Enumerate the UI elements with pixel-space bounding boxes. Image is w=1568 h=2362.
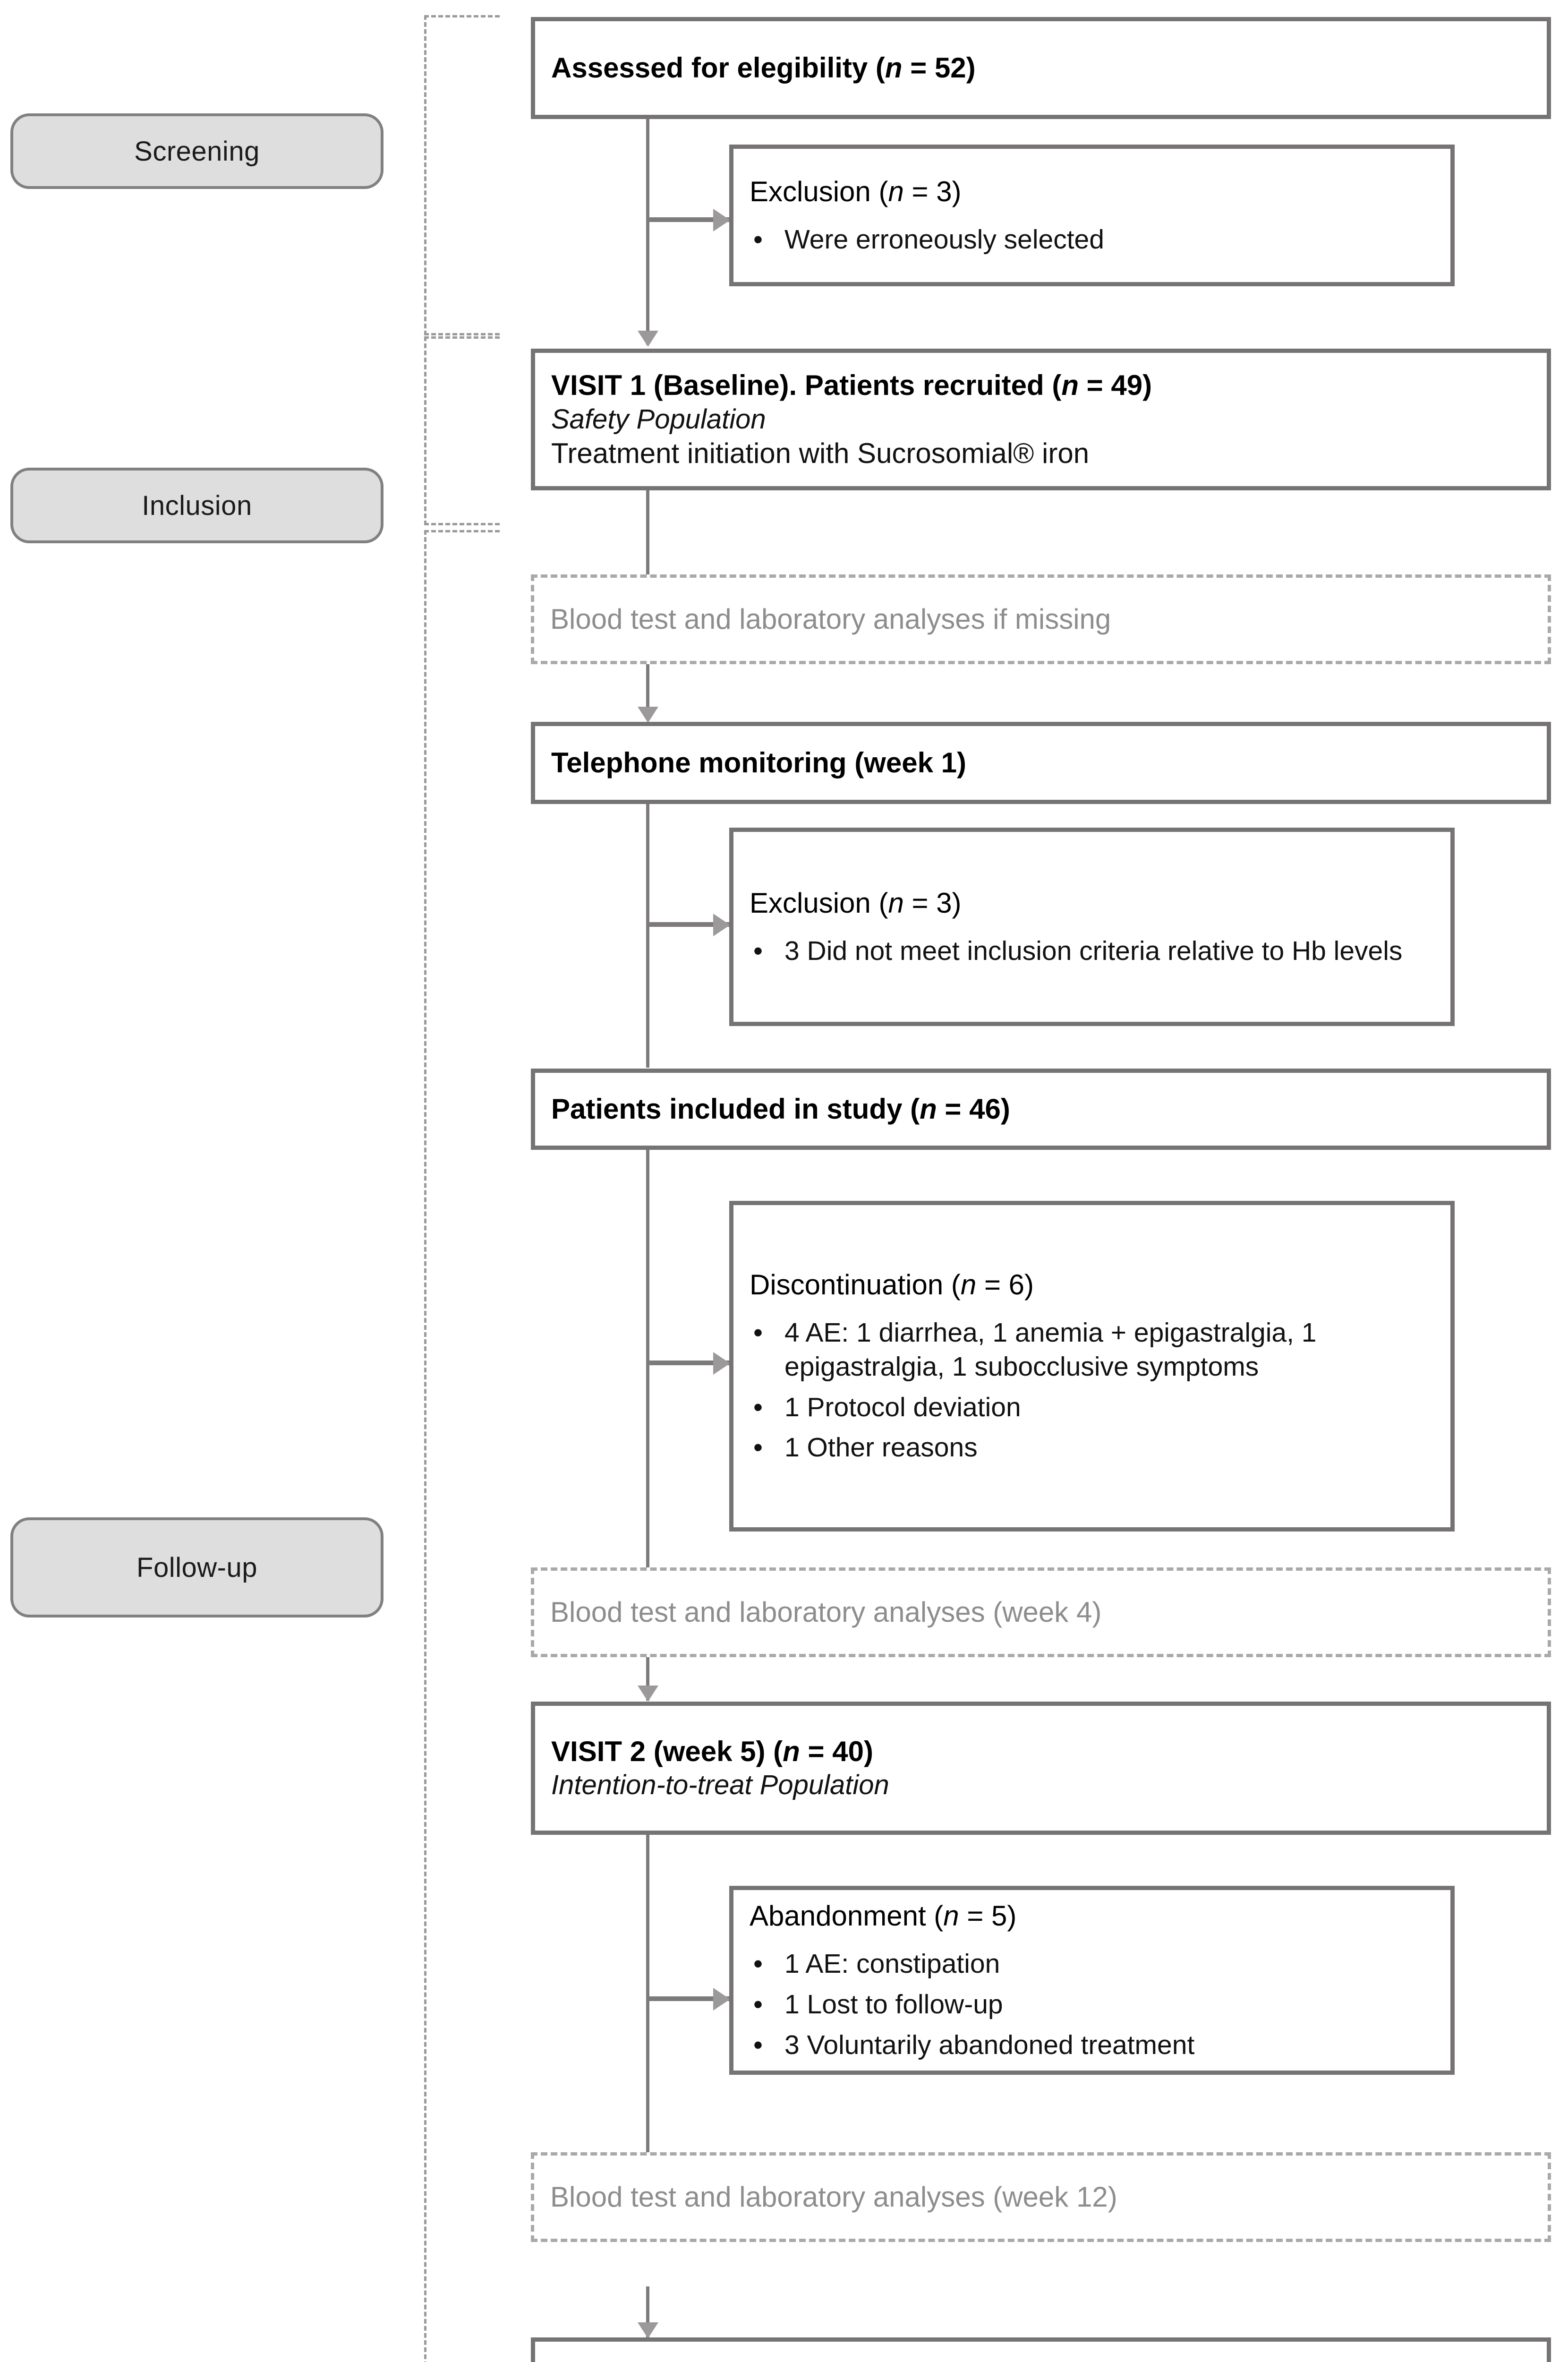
phase-label-inclusion: Inclusion	[10, 468, 383, 543]
node-telephone-monitoring[interactable]: Telephone monitoring (week 1)	[531, 722, 1551, 804]
phase-label-text: Follow-up	[136, 1552, 257, 1583]
node-title: VISIT 1 (Baseline). Patients recruited (…	[551, 369, 1152, 402]
exclusion-screening-list: •Were erroneously selected	[750, 223, 1434, 257]
connector-visit2-to-lab-w12	[646, 1833, 649, 2192]
list-item: •1 Other reasons	[750, 1431, 1434, 1465]
labbox-text: Blood test and laboratory analyses if mi…	[550, 603, 1111, 635]
node-discontinuation[interactable]: Discontinuation (n = 6) •4 AE: 1 diarrhe…	[729, 1201, 1455, 1532]
abandonment-list: •1 AE: constipation •1 Lost to follow-up…	[750, 1947, 1434, 2062]
node-title: Telephone monitoring (week 1)	[551, 747, 966, 779]
n-variable: n	[888, 175, 904, 207]
phase-label-screening: Screening	[10, 113, 383, 189]
node-visit-2[interactable]: VISIT 2 (week 5) (n = 40) Intention-to-t…	[531, 1702, 1551, 1835]
node-title: Abandonment (n = 5)	[750, 1900, 1017, 1932]
bullet-icon: •	[753, 1989, 763, 2020]
arrowhead-down-phone	[638, 707, 658, 723]
bullet-icon: •	[753, 1432, 763, 1463]
bullet-icon: •	[753, 2029, 763, 2060]
connector-lab-w12-to-visit3	[646, 2286, 649, 2337]
node-exclusion-screening[interactable]: Exclusion (n = 3) •Were erroneously sele…	[729, 145, 1455, 286]
bullet-icon: •	[753, 224, 763, 255]
connector-lab-missing-to-phone	[646, 663, 649, 720]
arrowhead-right-discontinuation	[713, 1352, 730, 1375]
labbox-blood-test-week-4[interactable]: Blood test and laboratory analyses (week…	[531, 1567, 1551, 1657]
labbox-text: Blood test and laboratory analyses (week…	[550, 2181, 1117, 2213]
phase-bracket-followup	[424, 530, 500, 2362]
arrowhead-right-abandonment	[713, 1988, 730, 2011]
list-item: •4 AE: 1 diarrhea, 1 anemia + epigastral…	[750, 1316, 1434, 1384]
node-treatment-line: Treatment initiation with Sucrosomial® i…	[551, 437, 1090, 470]
connector-included-to-lab-w4	[646, 1148, 649, 1568]
bullet-icon: •	[753, 1948, 763, 1979]
n-variable: n	[783, 1736, 800, 1768]
node-title: Exclusion (n = 3)	[750, 175, 962, 207]
arrowhead-down-visit2	[638, 1686, 658, 1702]
node-exclusion-week1[interactable]: Exclusion (n = 3) •3 Did not meet inclus…	[729, 828, 1455, 1026]
node-title: Assessed for elegibility (n = 52)	[551, 52, 976, 84]
phase-bracket-screening	[424, 15, 500, 335]
arrowhead-down-visit3	[638, 2322, 658, 2338]
connector-assessed-to-visit1	[646, 118, 649, 345]
phase-label-text: Inclusion	[142, 490, 252, 521]
n-variable: n	[885, 52, 903, 84]
n-variable: n	[960, 1268, 977, 1301]
node-title: Exclusion (n = 3)	[750, 887, 962, 919]
n-variable: n	[920, 1093, 937, 1125]
n-variable: n	[799, 2359, 816, 2362]
list-item: •1 Protocol deviation	[750, 1391, 1434, 1425]
n-variable: n	[943, 1900, 959, 1932]
node-title: Patients included in study (n = 46)	[551, 1093, 1010, 1125]
node-population-label: Intention-to-treat Population	[551, 1770, 889, 1801]
node-abandonment[interactable]: Abandonment (n = 5) •1 AE: constipation …	[729, 1886, 1455, 2075]
list-item: •3 Voluntarily abandoned treatment	[750, 2028, 1434, 2062]
phase-bracket-inclusion	[424, 336, 500, 525]
node-patients-included[interactable]: Patients included in study (n = 46)	[531, 1069, 1551, 1150]
list-item: •1 Lost to follow-up	[750, 1988, 1434, 2022]
labbox-blood-test-if-missing[interactable]: Blood test and laboratory analyses if mi…	[531, 574, 1551, 664]
bullet-icon: •	[753, 1317, 763, 1348]
list-item: •Were erroneously selected	[750, 223, 1434, 257]
list-item: •3 Did not meet inclusion criteria relat…	[750, 934, 1434, 968]
connector-to-abandonment	[646, 1996, 734, 2001]
node-visit-1-baseline[interactable]: VISIT 1 (Baseline). Patients recruited (…	[531, 349, 1551, 490]
arrowhead-right-exclusion2	[713, 914, 730, 936]
phase-label-text: Screening	[134, 136, 260, 167]
labbox-text: Blood test and laboratory analyses (week…	[550, 1596, 1102, 1628]
bullet-icon: •	[753, 935, 763, 966]
arrowhead-down-visit1	[638, 331, 658, 347]
connector-lab-w4-to-visit2	[646, 1655, 649, 1701]
connector-visit1-to-lab-missing	[646, 490, 649, 575]
connector-to-exclusion2	[646, 922, 734, 927]
discontinuation-list: •4 AE: 1 diarrhea, 1 anemia + epigastral…	[750, 1316, 1434, 1465]
n-variable: n	[888, 887, 904, 919]
phase-label-followup: Follow-up	[10, 1517, 383, 1617]
node-title: Discontinuation (n = 6)	[750, 1268, 1034, 1301]
node-population-label: Safety Population	[551, 403, 766, 435]
node-visit-3[interactable]: VISIT 3 (week 13) (n = 35)	[531, 2337, 1551, 2362]
arrowhead-right-exclusion1	[713, 209, 730, 231]
list-item: •1 AE: constipation	[750, 1947, 1434, 1981]
connector-phone-to-included	[646, 803, 649, 1068]
bullet-icon: •	[753, 1392, 763, 1422]
node-title: VISIT 3 (week 13) (n = 35)	[551, 2358, 1531, 2362]
connector-to-exclusion1	[646, 217, 734, 222]
node-title: VISIT 2 (week 5) (n = 40)	[551, 1736, 873, 1768]
connector-to-discontinuation	[646, 1361, 734, 1365]
n-variable: n	[1061, 369, 1079, 402]
node-assessed-for-eligibility[interactable]: Assessed for elegibility (n = 52)	[531, 17, 1551, 119]
labbox-blood-test-week-12[interactable]: Blood test and laboratory analyses (week…	[531, 2152, 1551, 2242]
exclusion-week1-list: •3 Did not meet inclusion criteria relat…	[750, 934, 1434, 968]
